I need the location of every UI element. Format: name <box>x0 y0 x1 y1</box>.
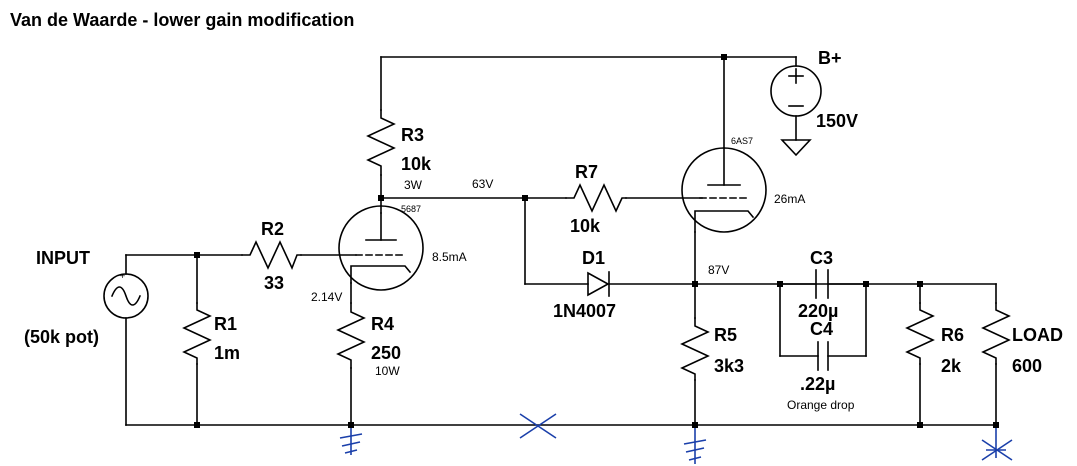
tube1-symbol <box>338 205 424 291</box>
d1-name: D1 <box>582 248 605 268</box>
tube2-symbol <box>681 147 767 233</box>
r7-symbol <box>565 183 627 213</box>
voltage-87v: 87V <box>708 263 729 277</box>
r1-value: 1m <box>214 343 240 363</box>
svg-text:+: + <box>120 271 125 281</box>
d1-value: 1N4007 <box>553 301 616 321</box>
r5-name: R5 <box>714 325 737 345</box>
r7-value: 10k <box>570 216 601 236</box>
c3-symbol <box>779 269 867 299</box>
bplus-source-symbol <box>770 65 822 157</box>
ground-symbol-2 <box>683 428 707 464</box>
current-8-5ma: 8.5mA <box>432 250 467 264</box>
r4-note: 10W <box>375 364 400 378</box>
schematic-title: Van de Waarde - lower gain modification <box>10 10 354 30</box>
load-value: 600 <box>1012 356 1042 376</box>
cross-mark-1 <box>519 413 557 439</box>
cross-mark-2 <box>981 428 1013 461</box>
c3-name: C3 <box>810 248 833 268</box>
bplus-value: 150V <box>816 111 858 131</box>
r6-symbol <box>905 302 935 365</box>
r5-symbol <box>680 317 710 381</box>
c3-value: 220µ <box>798 301 838 321</box>
r3-symbol <box>366 109 396 176</box>
c4-note: Orange drop <box>787 398 855 412</box>
r2-symbol <box>241 240 302 271</box>
c4-name: C4 <box>810 319 833 339</box>
bplus-name: B+ <box>818 48 842 68</box>
wires <box>125 56 997 426</box>
r3-note: 3W <box>404 178 423 192</box>
r1-symbol <box>182 302 212 365</box>
r2-value: 33 <box>264 273 284 293</box>
voltage-2-14v: 2.14V <box>311 290 342 304</box>
r3-name: R3 <box>401 125 424 145</box>
tube2-label: 6AS7 <box>731 136 753 146</box>
input-name: INPUT <box>36 248 90 268</box>
junction-dots <box>194 54 999 428</box>
r2-name: R2 <box>261 219 284 239</box>
r6-value: 2k <box>941 356 962 376</box>
load-name: LOAD <box>1012 325 1063 345</box>
r5-value: 3k3 <box>714 356 744 376</box>
voltage-63v: 63V <box>472 177 493 191</box>
input-source-symbol: + <box>103 271 149 319</box>
r7-name: R7 <box>575 162 598 182</box>
r4-symbol <box>336 302 366 369</box>
r3-value: 10k <box>401 154 432 174</box>
input-sub: (50k pot) <box>24 327 99 347</box>
load-symbol <box>981 302 1011 365</box>
r4-value: 250 <box>371 343 401 363</box>
c4-symbol <box>817 341 829 371</box>
ground-symbol-1 <box>339 428 363 455</box>
r1-name: R1 <box>214 314 237 334</box>
current-26ma: 26mA <box>774 192 805 206</box>
r4-name: R4 <box>371 314 394 334</box>
tube1-label: 5687 <box>401 204 421 214</box>
c4-value: .22µ <box>800 374 835 394</box>
d1-symbol <box>587 271 610 297</box>
r6-name: R6 <box>941 325 964 345</box>
